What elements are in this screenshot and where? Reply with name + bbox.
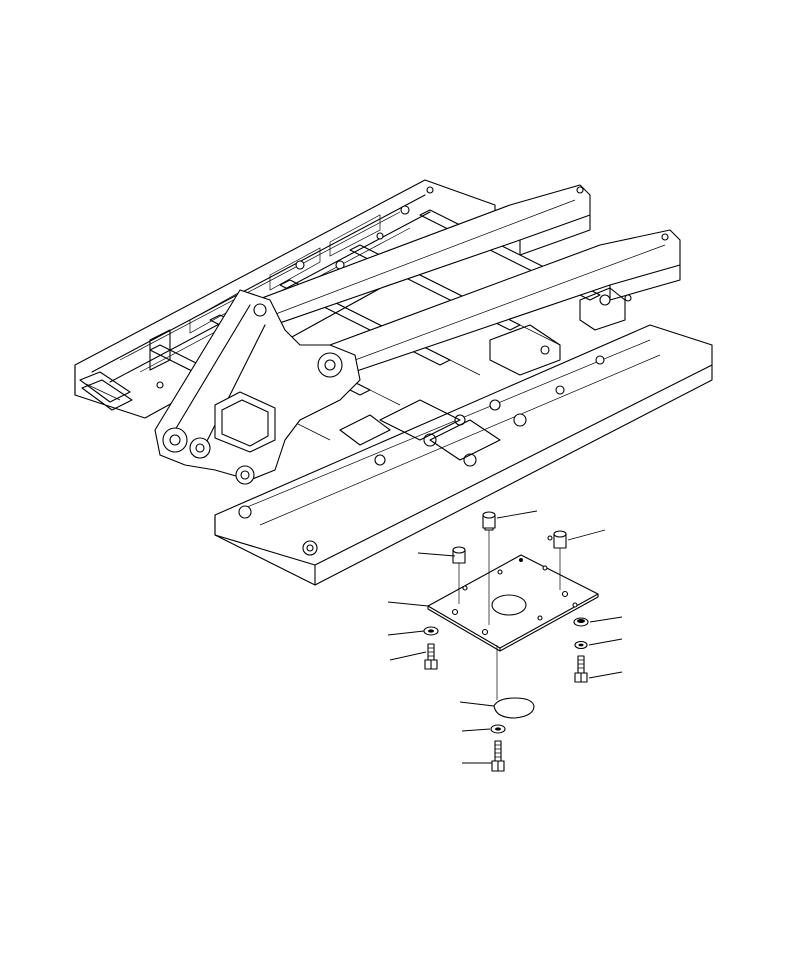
bolt-left (424, 643, 438, 670)
leader-lines (387, 510, 623, 764)
bolt-top-right (553, 530, 567, 590)
washer-left (423, 626, 439, 636)
lift-arm (154, 289, 361, 485)
washer-right-lower (574, 640, 588, 650)
washer-bottom (490, 724, 506, 734)
washer-right (573, 617, 589, 627)
cover-plate-group (387, 510, 623, 772)
main-frame-assembly (74, 179, 713, 586)
bolt-top-center (482, 511, 496, 625)
bolt-top-left (452, 546, 466, 604)
boom-arms (229, 184, 681, 376)
bolt-bottom (491, 740, 505, 772)
bolt-right (574, 655, 588, 683)
cap (493, 645, 535, 719)
right-frame-base (214, 324, 713, 586)
cover-plate (427, 554, 599, 652)
